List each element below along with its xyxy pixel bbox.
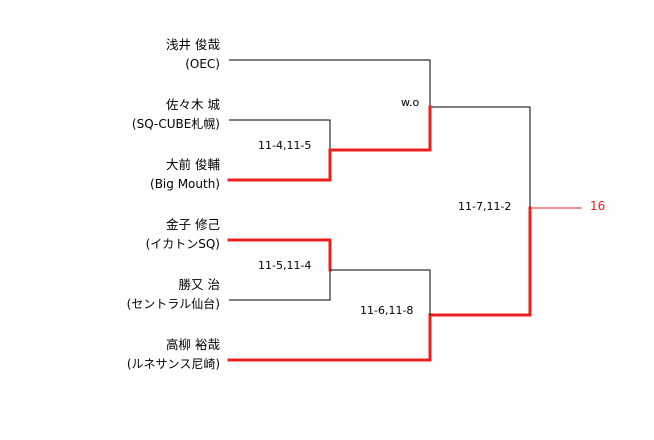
- line-semi-top-up: [430, 106, 531, 208]
- player-4-name: 金子 修己: [166, 217, 220, 232]
- score-sf-top: w.o: [401, 96, 420, 109]
- player-2-club: (SQ-CUBE札幌): [131, 117, 220, 131]
- result-label: 16: [590, 199, 606, 213]
- player-6-name: 高柳 裕哉: [166, 337, 220, 352]
- line-katsumata: [229, 270, 331, 301]
- player-4-club: (イカトンSQ): [145, 237, 220, 251]
- score-r1-top: 11-4,11-5: [258, 139, 312, 152]
- score-final: 11-7,11-2: [458, 200, 512, 213]
- score-r1-bottom: 11-5,11-4: [258, 259, 312, 272]
- player-1-club: (OEC): [185, 57, 220, 71]
- player-5-club: (セントラル仙台): [126, 297, 220, 311]
- win-line-takayanagi: [227, 206, 532, 362]
- player-3-club: (Big Mouth): [150, 177, 220, 191]
- line-kaneko-to-semi: [330, 269, 431, 315]
- player-5-name: 勝又 治: [178, 277, 220, 292]
- player-6-club: (ルネサンス尼崎): [126, 357, 220, 371]
- win-line-omae: [227, 105, 432, 182]
- win-line-kaneko: [227, 238, 332, 272]
- score-sf-bottom: 11-6,11-8: [360, 304, 414, 317]
- player-3-name: 大前 俊輔: [166, 157, 220, 172]
- line-asai: [229, 59, 431, 107]
- player-2-name: 佐々木 城: [166, 97, 220, 112]
- line-sasaki: [229, 119, 331, 150]
- player-1-name: 浅井 俊哉: [166, 37, 220, 52]
